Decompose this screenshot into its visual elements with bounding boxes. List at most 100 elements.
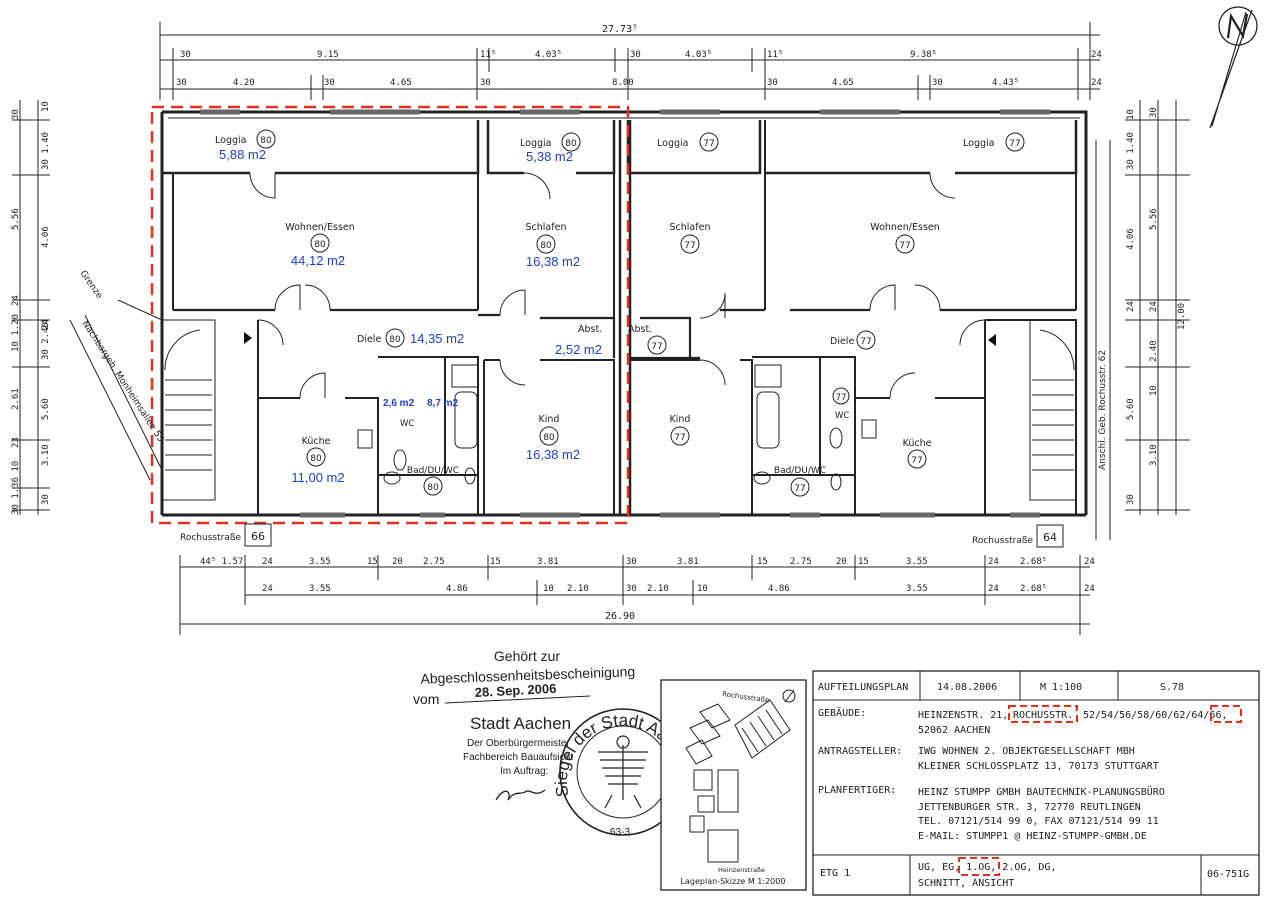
room-diele-80: Diele 80 14,35 m2: [357, 328, 464, 348]
room-label: Schlafen: [670, 222, 711, 233]
neighbour-wall-right: [1095, 140, 1111, 540]
neighbour-wall-left: [69, 299, 163, 481]
floors-line2: SCHNITT, ANSICHT: [918, 878, 1014, 889]
title-block-grid: [813, 671, 1259, 895]
stamp-city: Stadt Aachen: [470, 714, 571, 733]
planf-label: PLANFERTIGER:: [818, 785, 896, 796]
planf-line4: E-MAIL: STUMPP1 @ HEINZ-STUMPP-GMBH.DE: [918, 831, 1147, 842]
dim-label: 24: [262, 557, 273, 567]
room-loggia-80: Loggia 80 5,88 m2: [215, 129, 276, 162]
dim-label: 24: [41, 319, 51, 330]
entrance-arrow-icon: [988, 334, 996, 346]
top-dimension-lines: [159, 22, 1100, 100]
dim-label: 10: [697, 584, 708, 594]
room-bad-80: Bad/DU/WC 80: [407, 466, 459, 496]
dim-label: 4.03⁵: [535, 50, 562, 60]
room-label: WC: [835, 411, 849, 421]
entrance-arrow-icon: [244, 332, 252, 344]
room-abstellraum-80: Abst. 2,52 m2: [555, 324, 602, 357]
title-block: AUFTEILUNGSPLAN 14.08.2006 M 1:100 S.78 …: [812, 670, 1260, 896]
unit-number: 77: [860, 337, 871, 347]
approval-stamp: Gehört zur Abgeschlossenheitsbescheinigu…: [413, 648, 693, 838]
title-aufteilungsplan: AUFTEILUNGSPLAN: [818, 682, 908, 693]
top-dims-row1: 30 9.15 11⁵ 4.03⁵ 30 4.03⁵ 11⁵ 9.38⁵ 24: [180, 50, 1102, 60]
dim-label: 11⁵: [767, 50, 783, 60]
room-kueche-77: Küche 77: [903, 438, 932, 469]
left-dimension-lines: [12, 100, 50, 515]
stamp-line2: Abgeschlossenheitsbescheinigung: [420, 663, 635, 686]
dim-label: 10: [1126, 109, 1136, 120]
room-label: Loggia: [215, 135, 246, 146]
room-loggia-77b: Loggia 77: [963, 132, 1025, 152]
dim-label: 9.15: [317, 50, 339, 60]
bottom-dims-row2: 24 3.55 4.86 10 2.10 30 2.10 10 4.86 3.5…: [262, 584, 1095, 594]
dim-label: 8.00: [612, 78, 634, 88]
dim-label: 10 1.20: [11, 314, 21, 352]
room-area: 2,6 m2: [383, 398, 415, 409]
dim-label: 10: [1149, 385, 1159, 396]
dim-label: 4.43⁵: [992, 78, 1019, 88]
building-walls: [160, 109, 1088, 518]
unit-number-badge: [790, 477, 810, 497]
dim-label: 2.10: [567, 584, 589, 594]
dim-label: 4.65: [832, 78, 854, 88]
dim-label: 2.75: [423, 557, 445, 567]
unit-number-badge: [670, 426, 690, 446]
unit-number: 80: [427, 483, 439, 493]
dim-label: 30: [630, 50, 641, 60]
dim-label: 30: [1126, 494, 1136, 505]
stamp-l3: Im Auftrag:: [500, 766, 548, 777]
dim-label: 44⁵ 1.57: [200, 557, 243, 567]
site-plan-sketch: Rochusstraße Heinzenstraße Lageplan-Skiz…: [660, 679, 807, 891]
room-labels: Loggia 80 5,88 m2 Wohnen/Essen 80 44,12 …: [215, 129, 1025, 497]
unit-number-badge: [561, 132, 581, 152]
room-label: Abst.: [578, 324, 602, 335]
bottom-dims-row1: 44⁵ 1.57 24 3.55 15 20 2.75 15 3.81 30 3…: [200, 557, 1095, 567]
unit-number: 77: [703, 139, 714, 149]
dim-label: 3.55: [309, 584, 331, 594]
staircase-left: [161, 319, 216, 501]
dim-label: 4.86: [768, 584, 790, 594]
right-dims: 10 30 30 1.40 5.56 4.06 24 24 12.00 2.40…: [1126, 107, 1187, 505]
unit-number-badge: [832, 387, 850, 405]
room-label: Kind: [539, 414, 560, 425]
dim-label: 3.10: [1149, 444, 1159, 466]
dim-label: 30: [41, 494, 51, 505]
site-plan-north-arrow-icon: [782, 689, 796, 703]
street-label-left: Rochusstraße: [180, 533, 242, 543]
dim-label: 30: [11, 109, 21, 120]
dim-label: 3.81: [677, 557, 699, 567]
antrag-label: ANTRAGSTELLER:: [818, 746, 902, 757]
gebaeude-line1c: 52/54/56/58/60/62/64/66,: [1083, 710, 1228, 721]
unit-number-badge: [539, 426, 559, 446]
unit-number-badge: [699, 132, 719, 152]
title-block-frame: [812, 670, 1260, 896]
unit-number: 80: [310, 454, 322, 464]
top-dims-row2: 30 4.20 30 4.65 30 8.00 30 4.65 30 4.43⁵…: [176, 78, 1102, 88]
floors-line1: UG, EG, 1.OG, 2.OG, DG,: [918, 862, 1056, 873]
room-label: Loggia: [657, 138, 688, 149]
dim-label: 2.61: [11, 388, 21, 410]
dim-label: 2.68⁵: [1020, 584, 1047, 594]
dim-label: 24: [988, 557, 999, 567]
title-scale: M 1:100: [1040, 682, 1082, 693]
north-arrow-icon: [1209, 6, 1258, 129]
dim-label: 9.38⁵: [910, 50, 937, 60]
unit-number: 80: [389, 335, 401, 345]
dim-label: 11⁵: [480, 50, 496, 60]
dim-label: 2.40: [1149, 340, 1159, 362]
gebaeude-line2: 52062 AACHEN: [918, 725, 990, 736]
room-wohnen-essen-80: Wohnen/Essen 80 44,12 m2: [285, 222, 355, 268]
title-sheet: S.78: [1160, 682, 1184, 693]
neighbour-label-right: Anschl. Geb. Rochusstr. 62: [1098, 350, 1108, 470]
room-label: Bad/DU/WC: [407, 466, 459, 476]
dim-label: 4.65: [390, 78, 412, 88]
dim-label: 2.68⁵: [1020, 557, 1047, 567]
dim-label: 24: [1149, 301, 1159, 312]
sanitary-fixtures: [357, 364, 877, 491]
room-area: 14,35 m2: [410, 331, 464, 346]
dim-label: 24: [1091, 50, 1102, 60]
room-label: Küche: [903, 438, 932, 449]
unit-number: 77: [899, 241, 910, 251]
